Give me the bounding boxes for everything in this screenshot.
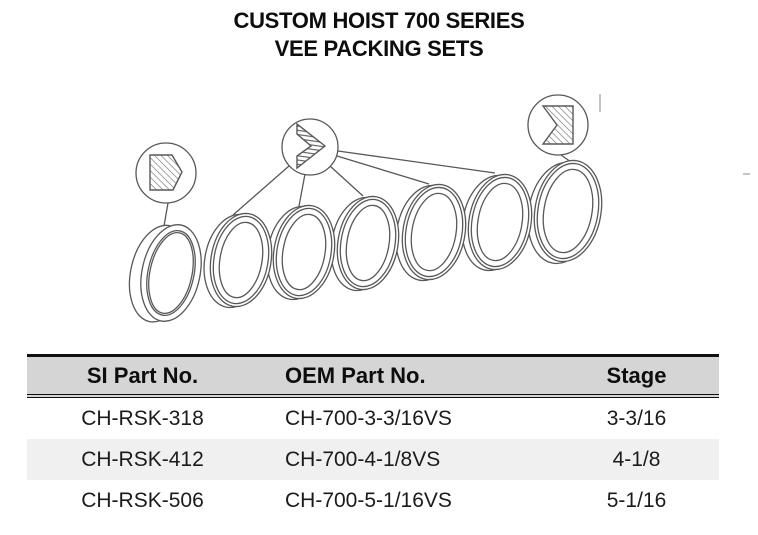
packing-ring-7 bbox=[527, 159, 603, 265]
male-adapter-cross-section-icon bbox=[527, 94, 589, 156]
table-header-row: SI Part No. OEM Part No. Stage bbox=[27, 354, 719, 398]
packing-ring-6 bbox=[461, 173, 533, 272]
oem-part-no-cell: CH-700-5-1/16VS bbox=[285, 488, 452, 512]
packing-ring-5 bbox=[395, 183, 467, 282]
stage-cell: 3-3/16 bbox=[606, 406, 667, 430]
stage-cell: 5-1/16 bbox=[606, 488, 667, 512]
oem-part-no-cell: CH-700-3-3/16VS bbox=[285, 406, 452, 430]
header-oem-part-no: OEM Part No. bbox=[285, 362, 426, 388]
female-adapter-cross-section-icon bbox=[135, 142, 197, 204]
page-title: CUSTOM HOIST 700 SERIES VEE PACKING SETS bbox=[0, 7, 758, 63]
header-stage: Stage bbox=[606, 362, 667, 388]
page-title-line2: VEE PACKING SETS bbox=[274, 36, 484, 61]
packing-ring-4 bbox=[330, 195, 400, 292]
packing-ring-2 bbox=[203, 212, 273, 309]
si-part-no-cell: CH-RSK-412 bbox=[81, 447, 204, 471]
si-part-no-cell: CH-RSK-318 bbox=[81, 406, 204, 430]
header-si-part-no: SI Part No. bbox=[86, 362, 199, 388]
table-row: CH-RSK-318 CH-700-3-3/16VS 3-3/16 bbox=[27, 398, 719, 439]
packing-ring-3 bbox=[266, 204, 336, 301]
si-part-no-cell: CH-RSK-506 bbox=[81, 488, 204, 512]
stage-cell: 4-1/8 bbox=[612, 447, 661, 471]
scan-artifact-marks bbox=[599, 94, 750, 175]
table-row: CH-RSK-412 CH-700-4-1/8VS 4-1/8 bbox=[27, 439, 719, 480]
table-row: CH-RSK-506 CH-700-5-1/16VS 5-1/16 bbox=[27, 480, 719, 521]
page-title-line1: CUSTOM HOIST 700 SERIES bbox=[233, 8, 525, 33]
vee-ring-cross-section-icon bbox=[281, 118, 339, 176]
packing-set-diagram bbox=[128, 94, 750, 323]
leader-lines bbox=[163, 150, 572, 227]
oem-part-no-cell: CH-700-4-1/8VS bbox=[285, 447, 441, 471]
packing-ring-1 bbox=[128, 224, 202, 323]
parts-table: SI Part No. OEM Part No. Stage CH-RSK-31… bbox=[27, 354, 719, 521]
